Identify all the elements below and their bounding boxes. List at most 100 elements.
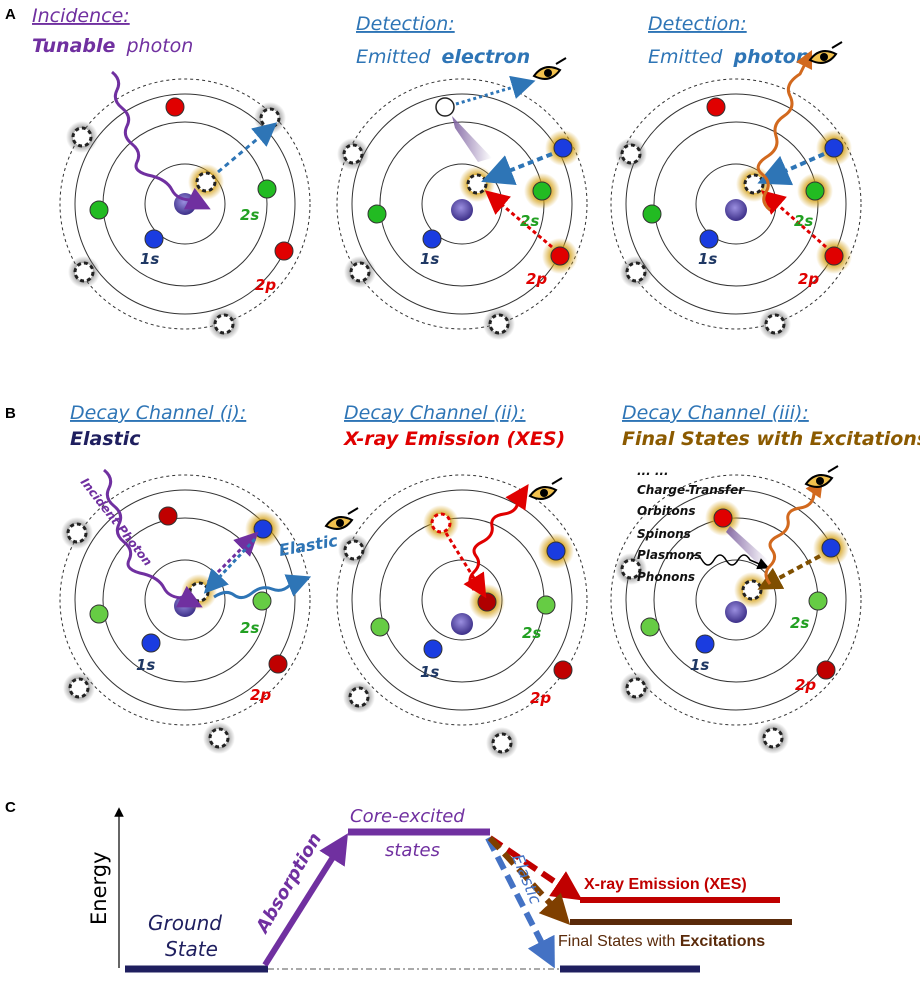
label-1s: 1s bbox=[690, 656, 709, 674]
outer-shell bbox=[610, 78, 862, 330]
energy-axis-label: Energy bbox=[87, 851, 111, 925]
panel-label-b: B bbox=[5, 405, 16, 422]
electron-red bbox=[824, 246, 844, 266]
electron-red bbox=[268, 654, 288, 674]
label-2s: 2s bbox=[240, 619, 259, 637]
excitation-label: Orbitons bbox=[637, 504, 696, 518]
elastic-label: Elastic bbox=[277, 531, 339, 560]
electron-blue bbox=[824, 138, 844, 158]
absorption-arrow bbox=[262, 833, 348, 967]
xes-label: X-ray Emission (XES) bbox=[584, 876, 747, 893]
electron-blue bbox=[144, 229, 164, 249]
empty-state bbox=[620, 143, 642, 165]
electron-blue bbox=[253, 519, 273, 539]
shell-2p bbox=[625, 489, 847, 711]
label-2s: 2s bbox=[520, 212, 539, 230]
electron-green bbox=[89, 604, 109, 624]
core-hole bbox=[188, 581, 210, 603]
electron-green bbox=[89, 200, 109, 220]
label-2p: 2p bbox=[798, 270, 819, 288]
electron-red bbox=[816, 660, 836, 680]
label-1s: 1s bbox=[420, 250, 439, 268]
atom-b1: Incident Photon Elastic 1s 2s 2p bbox=[59, 468, 359, 754]
core-hole bbox=[741, 579, 763, 601]
excitation-label: Phonons bbox=[637, 570, 695, 584]
shell-1s bbox=[695, 559, 777, 641]
shell-1s bbox=[144, 163, 226, 245]
shell-2p bbox=[625, 93, 847, 315]
empty-state bbox=[488, 313, 510, 335]
empty-state bbox=[349, 261, 371, 283]
panel-a-titles: Incidence: Tunable photon Detection: Emi… bbox=[32, 5, 809, 68]
label-2s: 2s bbox=[522, 624, 541, 642]
nucleus bbox=[451, 199, 473, 221]
outer-shell bbox=[336, 474, 588, 726]
elastic-energy-label: Elastic bbox=[508, 851, 545, 907]
electron-blue bbox=[553, 138, 573, 158]
outer-shell bbox=[336, 78, 588, 330]
ground-label-line1: Ground bbox=[148, 911, 222, 935]
incidence-sub-prefix: Tunable bbox=[32, 35, 115, 57]
emitted-photon-wave bbox=[468, 484, 529, 591]
eye-icon bbox=[808, 41, 843, 64]
detection1-prefix: Emitted bbox=[356, 46, 431, 68]
eye-icon bbox=[324, 507, 359, 530]
excitation-label: Charge-Transfer bbox=[637, 483, 745, 497]
electron-red bbox=[477, 592, 497, 612]
electron-blue bbox=[695, 634, 715, 654]
shell-2p bbox=[351, 489, 573, 711]
empty-state bbox=[259, 107, 281, 129]
empty-state bbox=[762, 727, 784, 749]
label-2s: 2s bbox=[794, 212, 813, 230]
shell-1s bbox=[144, 559, 226, 641]
empty-state bbox=[491, 732, 513, 754]
core-hole bbox=[743, 173, 765, 195]
emitted-photon-wave bbox=[756, 49, 813, 212]
electron-red bbox=[706, 97, 726, 117]
nucleus bbox=[725, 601, 747, 623]
electron-blue bbox=[423, 639, 443, 659]
electron-green bbox=[367, 204, 387, 224]
shell-2p bbox=[74, 93, 296, 315]
electron-green bbox=[370, 617, 390, 637]
shell-2s bbox=[653, 517, 819, 683]
emitted-electron bbox=[435, 97, 455, 117]
xes-arrow bbox=[488, 835, 583, 901]
electron-blue bbox=[546, 541, 566, 561]
electron-green bbox=[536, 595, 556, 615]
electron-red bbox=[274, 241, 294, 261]
core-excited-label-line1: Core-excited bbox=[350, 806, 465, 827]
elastic-arrow bbox=[485, 836, 555, 969]
atom-b3: ... ... Charge-Transfer Orbitons Spinons… bbox=[610, 464, 862, 754]
electron-green bbox=[532, 181, 552, 201]
vacated-state bbox=[430, 512, 452, 534]
final-states-arrow bbox=[487, 835, 571, 926]
excitation-arrow bbox=[217, 122, 278, 174]
incident-photon-wave bbox=[111, 70, 211, 210]
outer-shell bbox=[59, 78, 311, 330]
atom-a1: 1s 2s 2p bbox=[59, 70, 311, 340]
empty-state bbox=[764, 313, 786, 335]
energy-diagram: Energy Ground State Absorption Core-exci… bbox=[87, 806, 792, 973]
detection1-title: Detection: bbox=[356, 13, 455, 35]
electron-green bbox=[808, 591, 828, 611]
electron-red bbox=[713, 508, 733, 528]
final-states-label: Final States with Excitations bbox=[558, 933, 765, 950]
electron-red bbox=[553, 660, 573, 680]
incidence-subtitle: Tunable photon bbox=[32, 35, 193, 57]
empty-state bbox=[348, 686, 370, 708]
panel-label-c: C bbox=[5, 799, 16, 816]
outer-shell bbox=[59, 474, 311, 726]
empty-state bbox=[68, 677, 90, 699]
detection1-word: electron bbox=[442, 46, 531, 68]
excitation-label: Spinons bbox=[637, 527, 691, 541]
electron-blue bbox=[422, 229, 442, 249]
empty-state bbox=[625, 677, 647, 699]
electron-green bbox=[642, 204, 662, 224]
label-2p: 2p bbox=[250, 686, 271, 704]
decay-arrow-blue bbox=[481, 152, 553, 186]
electron-blue bbox=[699, 229, 719, 249]
core-hole bbox=[195, 171, 217, 193]
atom-b2: 1s 2s 2p bbox=[336, 474, 588, 759]
